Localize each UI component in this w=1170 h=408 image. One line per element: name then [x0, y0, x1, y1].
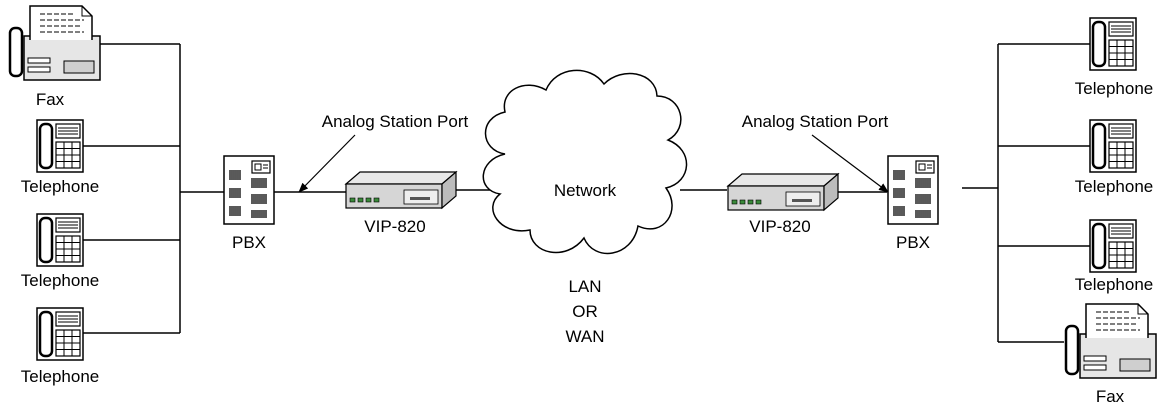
left-gateway-label: VIP-820 [364, 217, 425, 236]
telephone-icon [35, 212, 85, 268]
right-port-label: Analog Station Port [742, 112, 889, 131]
left-device-telephone-2: Telephone [21, 212, 99, 290]
left-pbx-label: PBX [232, 233, 266, 252]
telephone-icon [1088, 218, 1138, 274]
left-device-telephone-3-label: Telephone [21, 367, 99, 386]
right-device-fax: Fax [1064, 302, 1158, 406]
telephone-icon [1088, 118, 1138, 174]
left-port-label: Analog Station Port [322, 112, 469, 131]
network-wan-label: WAN [565, 327, 604, 346]
network-lan-label: LAN [568, 277, 601, 296]
gateway-icon [726, 172, 840, 212]
telephone-icon [1088, 16, 1138, 72]
left-device-telephone-2-label: Telephone [21, 271, 99, 290]
fax-icon [1064, 302, 1158, 380]
cloud-icon [482, 69, 688, 255]
left-device-list: Fax Telephone Telephone Telephone [8, 4, 102, 386]
pbx-icon [223, 155, 275, 225]
right-gateway-label: VIP-820 [749, 217, 810, 236]
right-wiring [680, 43, 1090, 343]
left-gateway: VIP-820 [344, 170, 458, 236]
left-port-callout: Analog Station Port [298, 112, 469, 193]
right-device-list: Telephone Telephone Telephone Fax [1064, 16, 1158, 406]
network-cloud: Network [482, 69, 688, 255]
right-pbx-label: PBX [896, 233, 930, 252]
gateway-icon [344, 170, 458, 210]
right-device-telephone-2: Telephone [1075, 118, 1153, 196]
right-device-telephone-3-label: Telephone [1075, 275, 1153, 294]
right-device-fax-label: Fax [1096, 387, 1125, 406]
telephone-icon [35, 118, 85, 174]
network-label: Network [554, 181, 617, 200]
left-device-fax-label: Fax [36, 90, 65, 109]
left-port-arrow [298, 134, 356, 193]
network-or-label: OR [572, 302, 598, 321]
right-pbx: PBX [887, 155, 939, 252]
left-wiring [80, 43, 492, 334]
network-type-labels: LAN OR WAN [565, 277, 604, 346]
left-pbx: PBX [223, 155, 275, 252]
left-device-telephone-1: Telephone [21, 118, 99, 196]
fax-icon [8, 4, 102, 82]
right-device-telephone-1-label: Telephone [1075, 79, 1153, 98]
right-device-telephone-3: Telephone [1075, 218, 1153, 294]
right-gateway: VIP-820 [726, 172, 840, 236]
right-device-telephone-2-label: Telephone [1075, 177, 1153, 196]
left-device-telephone-1-label: Telephone [21, 177, 99, 196]
left-device-fax: Fax [8, 4, 102, 109]
right-device-telephone-1: Telephone [1075, 16, 1153, 98]
right-port-callout: Analog Station Port [742, 112, 889, 193]
pbx-icon [887, 155, 939, 225]
right-port-arrow [811, 134, 889, 193]
telephone-icon [35, 306, 85, 362]
left-device-telephone-3: Telephone [21, 306, 99, 386]
